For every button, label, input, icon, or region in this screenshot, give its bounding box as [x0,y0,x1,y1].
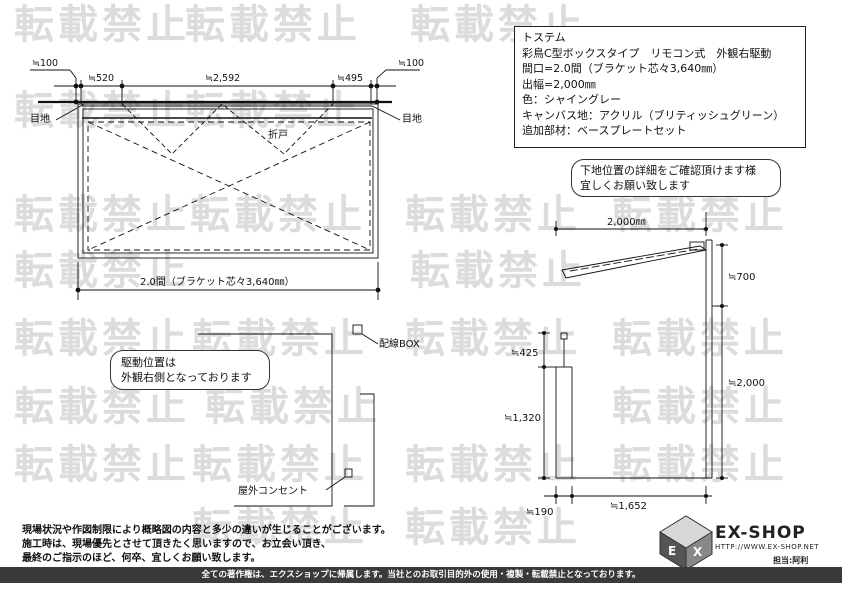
spec-line: 追加部材：ベースプレートセット [522,124,687,137]
label-mejiri-left: 目地 [30,114,50,125]
logo-url: HTTP://WWW.EX-SHOP.NET [715,543,820,551]
copyright-footer: 全ての著作権は、エクスショップに帰属します。当社とのお取引目的外の使用・複製・転… [0,567,842,583]
watermark-text: 転載禁止 [14,2,190,48]
logo-name: EX-SHOP [715,523,806,543]
dim-center: ≒2,592 [205,73,241,84]
watermark-text: 転載禁止 [14,442,190,488]
note-line: 現場状況や作図制限により概略図の内容と多少の違いが生じることがございます。 [22,525,391,536]
dim-projection: 2,000㎜ [607,217,646,228]
label-wiring-box: 配線BOX [379,339,420,350]
ground-note-line1: 下地位置の詳細をご確認頂けます様 [580,164,756,177]
label-mejiri-right: 目地 [402,114,422,125]
watermark-text: 転載禁止 [185,88,361,134]
spec-line: トステム [522,31,566,44]
spec-line: キャンバス地：アクリル（ブリティッシュグリーン） [522,108,785,122]
svg-text:E: E [668,544,676,558]
spec-line: 出幅=2,000㎜ [522,77,596,91]
staff-label: 担当:阿利 [773,556,809,565]
spec-line: 彩鳥C型ボックスタイプ リモコン式 外観右駆動 [522,46,772,60]
note-line: 施工時は、現場優先とさせて頂きたく思いますので、お立会い頂き、 [22,539,331,550]
watermark-text: 転載禁止 [405,442,581,488]
watermark-text: 転載禁止 [405,192,581,238]
spec-line: 間口=2.0間（ブラケット芯々3,640㎜） [522,62,724,75]
watermark-text: 転載禁止 [14,88,190,134]
watermark-text: 転載禁止 [185,2,361,48]
label-outdoor-outlet: 屋外コンセント [238,486,308,497]
label-folding-door: 折戸 [268,130,288,141]
drive-note-line2: 外観右側となっております [121,371,252,384]
watermark-text: 転載禁止 [192,442,368,488]
watermark-text: 転載禁止 [192,505,368,551]
spec-line: 色：シャイングレー [522,93,621,106]
dim-right-outer: ≒100 [398,58,425,69]
spec-box: トステム 彩鳥C型ボックスタイプ リモコン式 外観右駆動 間口=2.0間（ブラケ… [514,26,806,148]
dim-bottom-left: ≒190 [526,507,554,518]
watermark-text: 転載禁止 [612,384,788,430]
dim-top: ≒700 [728,272,756,283]
dim-left-inner: ≒520 [88,73,115,84]
watermark-text: 転載禁止 [205,384,381,430]
plan-view [30,69,420,300]
svg-text:X: X [693,545,703,559]
watermark-text: 転載禁止 [405,505,581,551]
note-line: 最終のご指示のほど、何卒、宜しくお願い致します。 [22,553,261,564]
drive-note-bubble: 駆動位置は 外観右側となっております [110,350,270,390]
ground-note-bubble: 下地位置の詳細をご確認頂けます様 宜しくお願い致します [571,159,781,197]
dim-right-inner: ≒495 [337,73,364,84]
watermark-text: 転載禁止 [612,192,788,238]
dim-post-height: ≒1,320 [504,413,542,424]
dim-post-top: ≒425 [511,348,539,359]
watermark-text: 転載禁止 [14,384,190,430]
side-view [538,212,728,504]
watermark-text: 転載禁止 [190,192,366,238]
drive-note-line1: 駆動位置は [121,356,176,369]
dim-bottom: 2.0間（ブラケット芯々3,640㎜） [140,277,295,288]
notes-block: 現場状況や作図制限により概略図の内容と多少の違いが生じることがございます。 施工… [22,524,391,566]
ex-shop-logo-icon: E X [659,515,713,571]
watermark-text: 転載禁止 [14,192,190,238]
drive-view [198,324,379,507]
watermark-text: 転載禁止 [612,316,788,362]
watermark-text: 転載禁止 [612,442,788,488]
watermark-text: 転載禁止 [14,248,190,294]
dim-bottom-run: ≒1,652 [610,501,648,512]
watermark-text: 転載禁止 [405,316,581,362]
dim-height: ≒2,000 [728,378,766,389]
dim-left-outer: ≒100 [32,58,59,69]
watermark-text: 転載禁止 [410,248,586,294]
ground-note-line2: 宜しくお願い致します [580,179,690,192]
